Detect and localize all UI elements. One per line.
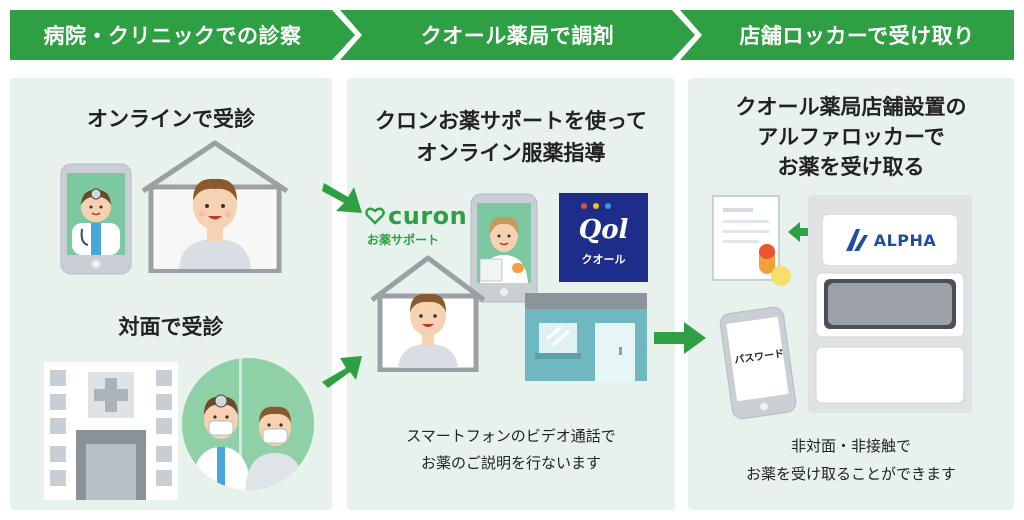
medicine-document-illustration (711, 194, 795, 290)
qol-logo: Qol クオール (559, 193, 648, 282)
arrow-locker-to-medicine (788, 222, 816, 242)
step-consultation: 病院・クリニックでの診察 (10, 10, 355, 60)
curon-logo-sub: お薬サポート (367, 233, 440, 247)
arrow-to-pickup (654, 322, 706, 354)
phone-doctor-illustration (60, 163, 132, 275)
phone-password-illustration (718, 306, 798, 420)
house-patient-illustration-2 (368, 254, 488, 372)
pharmacy-store-illustration (525, 293, 647, 381)
dispensing-note-line1: スマートフォンのビデオ通話で (406, 427, 616, 445)
heart-icon (365, 207, 385, 225)
face-to-face-illustration (181, 357, 315, 491)
step-dispensing: クオール薬局で調剤 (340, 10, 695, 60)
inperson-consultation-heading: 対面で受診 (118, 315, 224, 339)
dispensing-heading-line1: クロンお薬サポートを使って (375, 109, 647, 133)
online-consultation-heading: オンラインで受診 (87, 107, 255, 131)
arrow-inperson-to-dispensing (320, 350, 364, 392)
hospital-building-illustration (44, 362, 178, 500)
alpha-mark-icon (845, 229, 868, 251)
pickup-heading-line1: クオール薬局店舗設置の (735, 95, 967, 119)
pickup-heading-line3: お薬を受け取る (777, 155, 925, 179)
house-patient-illustration (139, 139, 291, 273)
step-bar: 病院・クリニックでの診察 クオール薬局で調剤 店舗ロッカーで受け取り (0, 10, 1024, 60)
alpha-logo: ALPHA (822, 214, 958, 266)
pickup-note-line2: お薬を受け取ることができます (745, 465, 956, 483)
arrow-online-to-dispensing (322, 175, 364, 217)
curon-logo: curon お薬サポート (365, 203, 475, 248)
dispensing-note-line2: お薬のご説明を行ないます (420, 454, 601, 472)
pickup-note-line1: 非対面・非接触で (790, 437, 911, 455)
pickup-heading-line2: アルファロッカーで (757, 125, 945, 149)
dispensing-heading-line2: オンライン服薬指導 (416, 141, 606, 165)
step-locker-pickup: 店舗ロッカーで受け取り (680, 10, 1014, 60)
phone-pharmacist-illustration (470, 193, 538, 303)
qol-logo-dots (581, 203, 611, 209)
